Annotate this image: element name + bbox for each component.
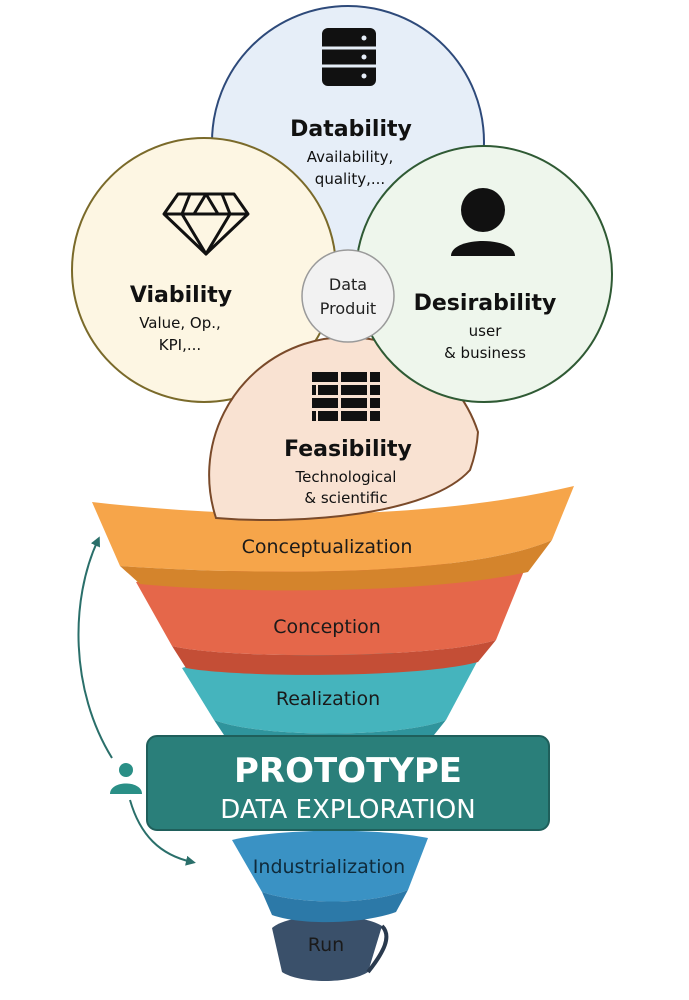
center-line2: Produit xyxy=(320,299,376,318)
circle-desirability: Desirability user & business xyxy=(355,145,613,403)
datability-title: Datability xyxy=(290,117,412,142)
datability-line2: quality,... xyxy=(315,170,385,188)
viability-line2: KPI,... xyxy=(159,336,201,354)
funnel: Run Industrialization Realization Concep… xyxy=(92,486,574,981)
arrow-up xyxy=(77,536,113,759)
run-label: Run xyxy=(308,934,344,956)
feasibility-title: Feasibility xyxy=(284,437,412,462)
realization-label: Realization xyxy=(276,688,380,710)
user-icon xyxy=(451,188,515,256)
funnel-band-run: Run xyxy=(272,915,389,981)
feasibility-line1: Technological xyxy=(295,468,397,486)
funnel-band-industrialization: Industrialization xyxy=(232,830,428,923)
center-data-product: Data Produit xyxy=(301,249,395,343)
industrialization-label: Industrialization xyxy=(253,856,405,878)
iteration-arrows xyxy=(77,536,196,866)
desirability-line2: & business xyxy=(444,344,526,362)
desirability-line1: user xyxy=(469,322,503,340)
prototype-box: PROTOTYPE DATA EXPLORATION xyxy=(146,735,550,831)
database-icon xyxy=(322,28,376,86)
feasibility-line2: & scientific xyxy=(304,489,387,507)
person-icon xyxy=(110,763,142,794)
prototype-subtitle: DATA EXPLORATION xyxy=(220,795,475,825)
center-line1: Data xyxy=(329,275,367,294)
brick-wall-icon xyxy=(312,372,380,421)
prototype-title: PROTOTYPE xyxy=(234,751,462,791)
viability-title: Viability xyxy=(130,283,232,308)
conceptualization-label: Conceptualization xyxy=(242,536,413,558)
datability-line1: Availability, xyxy=(307,148,394,166)
circle-feasibility: Feasibility Technological & scientific xyxy=(208,336,480,522)
desirability-title: Desirability xyxy=(414,291,557,316)
conception-label: Conception xyxy=(273,616,381,638)
funnel-band-conceptualization: Conceptualization xyxy=(92,486,574,591)
arrow-down xyxy=(129,799,196,866)
viability-line1: Value, Op., xyxy=(139,314,221,332)
diamond-icon xyxy=(162,192,250,256)
